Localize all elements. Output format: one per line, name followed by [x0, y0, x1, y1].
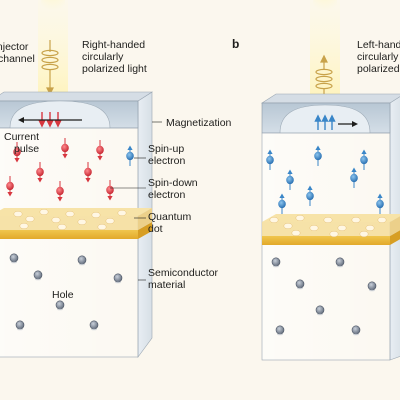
- quantum-dot-label: Quantum: [148, 211, 191, 223]
- light-label: Right-handed: [82, 39, 145, 51]
- quantum-dot-layer: [0, 230, 138, 239]
- magnetization-label: Magnetization: [166, 117, 232, 129]
- light-label: Left-handed: [357, 39, 400, 51]
- injector-label-2: channel: [0, 53, 35, 65]
- magnetization-arrows: [314, 114, 336, 130]
- light-label-3: polarized light: [357, 63, 400, 75]
- helix-arrow-icon: [315, 54, 333, 100]
- hole-label: Hole: [52, 289, 74, 301]
- current-pulse-label-2: pulse: [14, 143, 39, 155]
- quantum-dot-layer: [262, 236, 390, 245]
- light-label-2: circularly: [82, 51, 124, 63]
- spin-down-label: Spin-down: [148, 177, 198, 189]
- helix-arrow-icon: [41, 40, 59, 96]
- current-pulse-arrow: [338, 121, 358, 127]
- injector-label: Injector: [0, 41, 29, 53]
- quantum-dot-label-2: dot: [148, 223, 163, 235]
- panel-b-tag: b: [232, 37, 239, 51]
- panel-a: Injector channel Right-handed circularly…: [0, 0, 232, 358]
- semiconductor-label: Semiconductor: [148, 267, 219, 279]
- current-pulse-arrow: [18, 117, 82, 123]
- panel-b: b: [232, 0, 400, 361]
- semiconductor-body: [261, 132, 391, 361]
- semiconductor-body: [0, 127, 139, 358]
- spin-up-label: Spin-up: [148, 143, 184, 155]
- magnetization-arrows: [38, 112, 62, 128]
- current-pulse-label: Current: [4, 131, 39, 143]
- semiconductor-label-2: material: [148, 279, 185, 291]
- light-label-2: circularly: [357, 51, 399, 63]
- spin-down-label-2: electron: [148, 189, 186, 201]
- spin-up-label-2: electron: [148, 155, 186, 167]
- light-label-3: polarized light: [82, 63, 147, 75]
